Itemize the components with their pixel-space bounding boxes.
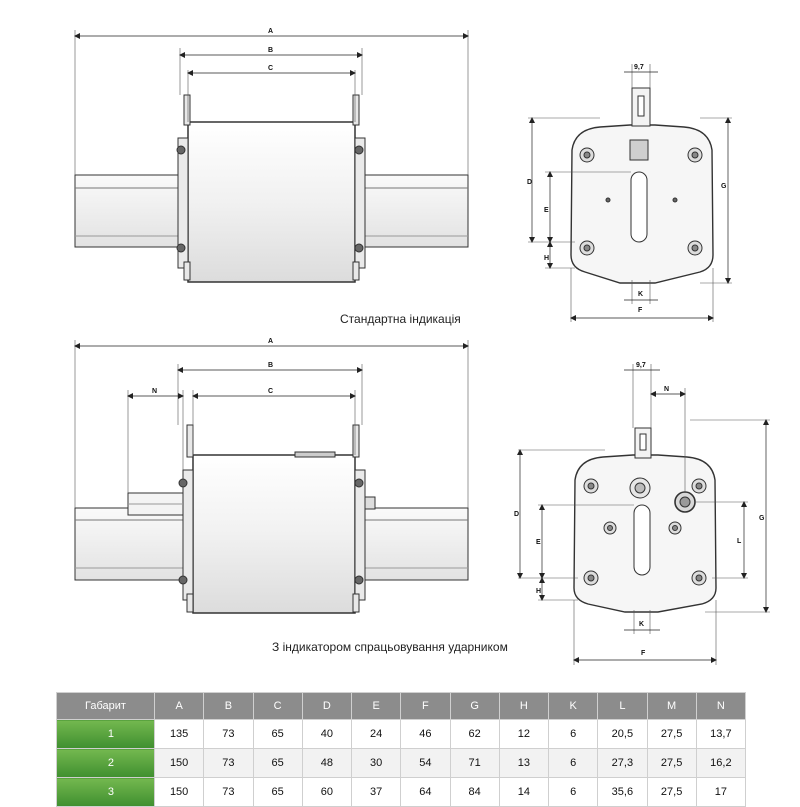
row-size-label: 1	[56, 719, 155, 749]
side-view-striker	[74, 340, 469, 614]
table-cell: 73	[203, 777, 254, 807]
dim-label-a: A	[268, 28, 273, 35]
table-cell: 12	[498, 719, 550, 749]
header-cell: A	[153, 692, 205, 720]
technical-drawing: A B C 9,7 D E H	[74, 28, 770, 665]
caption-striker-indication: З індикатором спрацьовування ударником	[272, 640, 508, 654]
dim-label-g: G	[721, 183, 727, 190]
table-cell: 6	[547, 777, 599, 807]
table-cell: 150	[153, 777, 205, 807]
table-cell: 30	[350, 748, 402, 778]
dim-label-h: H	[544, 255, 549, 262]
table-cell: 135	[153, 719, 205, 749]
table-row: 3 150 73 65 60 37 64 84 14 6 35,6 27,5 1…	[56, 777, 747, 807]
dim-label-g: G	[759, 515, 765, 522]
table-cell: 24	[350, 719, 402, 749]
table-cell: 73	[203, 748, 254, 778]
table-cell: 62	[449, 719, 500, 749]
dim-label-d: D	[527, 179, 532, 186]
front-view-striker	[517, 364, 770, 665]
table-cell: 150	[153, 748, 205, 778]
header-cell: C	[252, 692, 303, 720]
header-cell: E	[350, 692, 402, 720]
header-cell: F	[400, 692, 451, 720]
caption-standard-indication: Стандартна індикація	[340, 312, 461, 326]
table-cell: 27,3	[597, 748, 648, 778]
table-row: 2 150 73 65 48 30 54 71 13 6 27,3 27,5 1…	[56, 748, 747, 778]
header-cell: Габарит	[56, 692, 155, 720]
table-cell: 71	[449, 748, 500, 778]
table-cell: 20,5	[597, 719, 648, 749]
dim-label-b: B	[268, 47, 273, 54]
table-row: 1 135 73 65 40 24 46 62 12 6 20,5 27,5 1…	[56, 719, 747, 749]
table-cell: 46	[400, 719, 451, 749]
table-cell: 84	[449, 777, 500, 807]
dimensions-table: Габарит A B C D E F G H K L M N 1 135 73…	[56, 692, 747, 807]
table-cell: 14	[498, 777, 550, 807]
header-cell: H	[498, 692, 550, 720]
dim-label-c: C	[268, 388, 273, 395]
viewing-slot	[630, 171, 648, 243]
dim-label-k: K	[638, 291, 643, 298]
table-cell: 27,5	[646, 777, 697, 807]
dim-label-pitch: 9,7	[634, 64, 644, 71]
dim-label-b: B	[268, 362, 273, 369]
table-cell: 13	[498, 748, 550, 778]
dim-label-n: N	[152, 388, 157, 395]
table-cell: 37	[350, 777, 402, 807]
dim-label-e: E	[544, 207, 549, 214]
header-cell: D	[301, 692, 353, 720]
table-cell: 65	[252, 777, 303, 807]
dim-label-e: E	[536, 539, 541, 546]
fuse-body	[187, 121, 356, 283]
table-cell: 27,5	[646, 719, 697, 749]
header-cell: K	[547, 692, 599, 720]
dim-label-k: K	[639, 621, 644, 628]
table-cell: 35,6	[597, 777, 648, 807]
dim-label-l: L	[737, 538, 742, 545]
table-cell: 54	[400, 748, 451, 778]
dim-label-d: D	[514, 511, 519, 518]
fuse-body	[192, 454, 356, 614]
table-cell: 17	[695, 777, 747, 807]
dim-label-a: A	[268, 338, 273, 345]
dim-label-f: F	[638, 307, 643, 314]
header-cell: L	[597, 692, 648, 720]
side-view-standard	[74, 30, 469, 283]
table-cell: 6	[547, 748, 599, 778]
table-cell: 13,7	[695, 719, 747, 749]
table-cell: 65	[252, 748, 303, 778]
table-cell: 6	[547, 719, 599, 749]
row-size-label: 2	[56, 748, 155, 778]
table-cell: 48	[301, 748, 353, 778]
dim-label-n: N	[664, 386, 669, 393]
front-view-standard	[528, 64, 732, 322]
table-cell: 60	[301, 777, 353, 807]
row-size-label: 3	[56, 777, 155, 807]
table-cell: 73	[203, 719, 254, 749]
table-cell: 40	[301, 719, 353, 749]
dim-label-h: H	[536, 588, 541, 595]
header-cell: M	[646, 692, 697, 720]
header-cell: G	[449, 692, 500, 720]
header-cell: B	[203, 692, 254, 720]
table-cell: 64	[400, 777, 451, 807]
header-cell: N	[695, 692, 747, 720]
dim-label-f: F	[641, 650, 646, 657]
table-cell: 65	[252, 719, 303, 749]
table-cell: 27,5	[646, 748, 697, 778]
viewing-slot	[633, 504, 651, 576]
dim-label-pitch: 9,7	[636, 362, 646, 369]
table-cell: 16,2	[695, 748, 747, 778]
table-header-row: Габарит A B C D E F G H K L M N	[56, 692, 747, 720]
dim-label-c: C	[268, 65, 273, 72]
